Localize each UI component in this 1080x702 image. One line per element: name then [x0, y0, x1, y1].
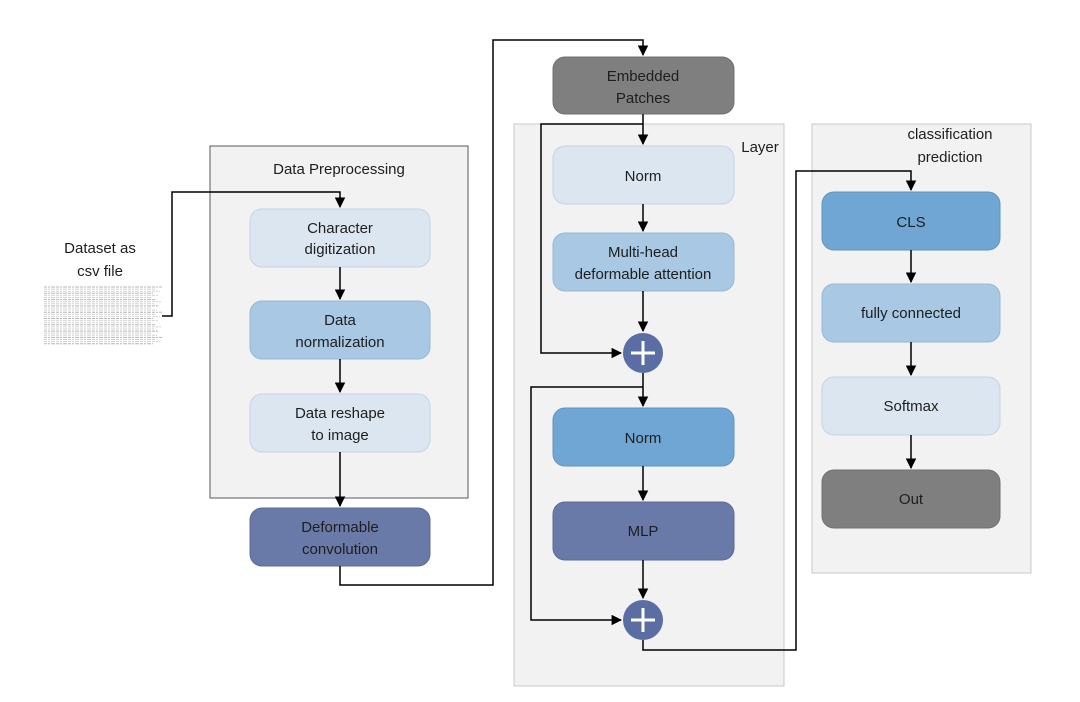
residual-add-2-icon	[623, 600, 663, 640]
layer-norm-1: Norm	[552, 145, 735, 205]
preprocessing-title: Data Preprocessing	[273, 161, 405, 178]
connectors	[162, 39, 917, 651]
out-label: Out	[899, 491, 924, 508]
softmax-label: Softmax	[883, 398, 939, 415]
arrow-add2-to-cls	[642, 170, 917, 651]
cls-node: CLS	[821, 191, 1001, 251]
dataset-label-line2: csv file	[77, 263, 123, 280]
multi-head-deformable-attention: Multi-head deformable attention	[552, 232, 735, 292]
step-data-normalization: Data normalization	[249, 300, 431, 360]
layer-panel	[513, 123, 785, 687]
layer-norm-1-label: Norm	[625, 168, 662, 185]
step-character-digitization-line1: Character	[307, 220, 373, 237]
step-character-digitization: Character digitization	[249, 208, 431, 268]
embedded-patches-line1: Embedded	[607, 68, 680, 85]
out-node: Out	[821, 469, 1001, 529]
step-data-normalization-line2: normalization	[295, 334, 384, 351]
cls-label: CLS	[896, 214, 925, 231]
arrow-dataset-to-digitization	[162, 191, 346, 317]
fully-connected-label: fully connected	[861, 305, 961, 322]
layer-norm-2-label: Norm	[625, 430, 662, 447]
step-data-reshape-line2: to image	[311, 427, 369, 444]
step-data-reshape: Data reshape to image	[249, 393, 431, 453]
arrow-deformable-conv-to-embedded	[339, 39, 649, 586]
dataset-node: Dataset as csv file	[44, 240, 162, 345]
step-data-normalization-line1: Data	[324, 312, 356, 329]
classification-title-line2: prediction	[917, 149, 982, 166]
embedded-patches-node: Embedded Patches	[552, 56, 735, 115]
softmax-node: Softmax	[821, 376, 1001, 436]
dataset-label-line1: Dataset as	[64, 240, 136, 257]
step-character-digitization-line2: digitization	[305, 241, 376, 258]
csv-file-thumbnail-icon	[44, 286, 162, 345]
mlp-node: MLP	[552, 501, 735, 561]
layer-norm-2: Norm	[552, 407, 735, 467]
embedded-patches-line2: Patches	[616, 90, 670, 107]
arrow-skip-to-add2	[530, 386, 643, 626]
classification-title-line1: classification	[907, 126, 992, 143]
mlp-label: MLP	[628, 523, 659, 540]
deformable-convolution-line2: convolution	[302, 541, 378, 558]
deformable-convolution-node: Deformable convolution	[249, 507, 431, 567]
arrow-skip-to-add1	[540, 123, 643, 359]
deformable-convolution-line1: Deformable	[301, 519, 379, 536]
layer-title: Layer	[741, 139, 779, 156]
attention-line2: deformable attention	[575, 266, 712, 283]
attention-line1: Multi-head	[608, 244, 678, 261]
fully-connected-node: fully connected	[821, 283, 1001, 343]
step-data-reshape-line1: Data reshape	[295, 405, 385, 422]
residual-add-1-icon	[623, 333, 663, 373]
